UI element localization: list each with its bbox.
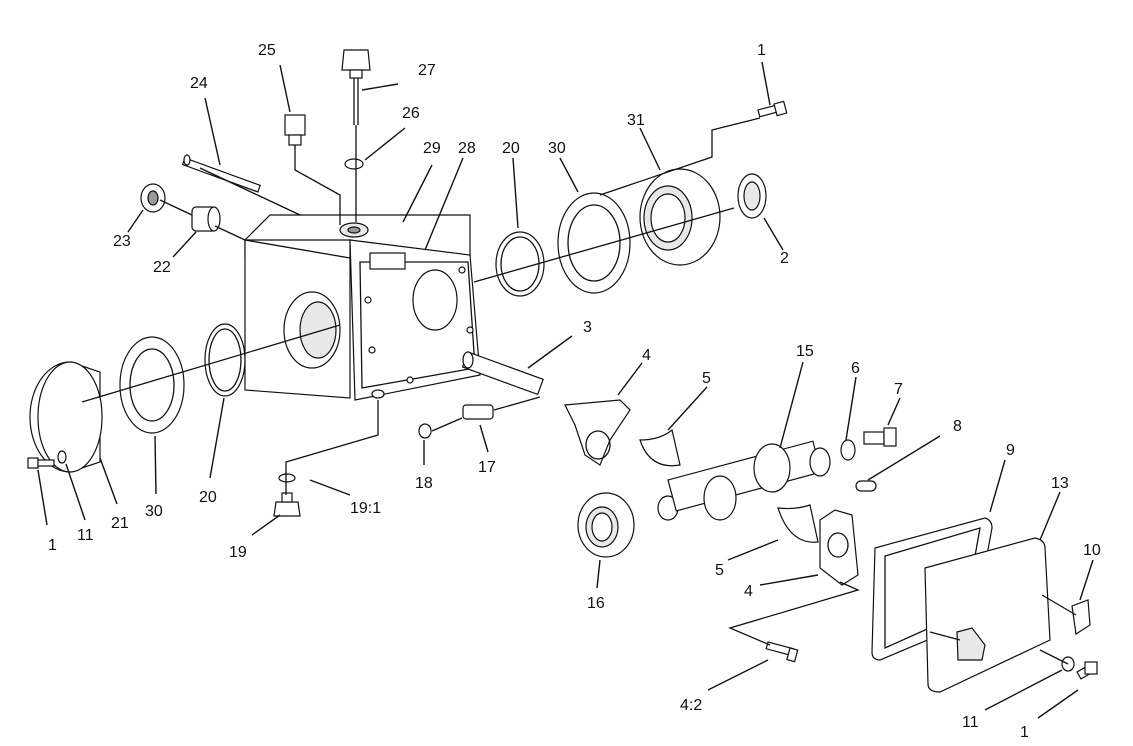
gasket-30-right <box>557 192 631 294</box>
washer-11-left <box>57 450 67 464</box>
bolt-1-left <box>27 457 55 469</box>
gearbox-housing <box>244 214 481 401</box>
callout-5-bottom: 5 <box>715 562 724 579</box>
shaft-24 <box>181 154 261 193</box>
callout-18: 18 <box>415 475 433 492</box>
sleeve-17 <box>462 404 494 420</box>
callout-30-bottom: 30 <box>145 503 163 520</box>
camshaft-15 <box>657 440 831 521</box>
ring-18 <box>418 423 432 439</box>
callout-9: 9 <box>1006 442 1015 459</box>
seal-2 <box>737 173 767 219</box>
callout-1-left: 1 <box>48 537 57 554</box>
callout-11-left: 11 <box>77 527 94 544</box>
callout-3: 3 <box>583 319 592 336</box>
callout-1-right: 1 <box>1020 724 1029 741</box>
callout-20-top: 20 <box>502 140 520 157</box>
bracket-4-bottom <box>819 509 859 586</box>
callout-5-top: 5 <box>702 370 711 387</box>
callout-labels: 1 27 25 24 26 31 29 28 20 30 2 23 22 3 4… <box>48 42 1101 741</box>
callout-30-top: 30 <box>548 140 566 157</box>
sensor-25 <box>284 114 306 146</box>
callout-25: 25 <box>258 42 276 59</box>
washer-19-1 <box>278 473 296 483</box>
callout-4-bottom: 4 <box>744 583 753 600</box>
gasket-30-left <box>119 336 185 434</box>
callout-20-bottom: 20 <box>199 489 217 506</box>
callout-22: 22 <box>153 259 171 276</box>
washer-6 <box>840 439 856 461</box>
callout-23: 23 <box>113 233 131 250</box>
end-cover-21 <box>29 361 103 473</box>
bolt-1-top <box>757 100 788 118</box>
seal-23 <box>140 183 166 213</box>
callout-28: 28 <box>458 140 476 157</box>
callout-11-right: 11 <box>962 714 979 731</box>
bracket-10 <box>1071 599 1091 636</box>
callout-7: 7 <box>894 381 903 398</box>
bracket-4-top <box>564 399 631 466</box>
callout-15: 15 <box>796 343 814 360</box>
bearing-housing-31 <box>639 168 721 266</box>
bushing-22 <box>191 206 221 232</box>
dipstick-27 <box>341 49 371 125</box>
callout-26: 26 <box>402 105 420 122</box>
callout-4-top: 4 <box>642 347 651 364</box>
callout-21: 21 <box>111 515 129 532</box>
callout-8: 8 <box>953 418 962 435</box>
bolt-1-right <box>1076 661 1098 680</box>
callout-2: 2 <box>780 250 789 267</box>
callout-6: 6 <box>851 360 860 377</box>
bolt-4-2 <box>765 641 799 663</box>
washer-26 <box>344 158 364 170</box>
callout-13: 13 <box>1051 475 1069 492</box>
callout-29: 29 <box>423 140 441 157</box>
key-8 <box>855 480 877 492</box>
bolt-7 <box>863 427 897 447</box>
callout-31: 31 <box>627 112 645 129</box>
callout-4-2: 4:2 <box>680 697 702 714</box>
callout-16: 16 <box>587 595 605 612</box>
callout-19-1: 19:1 <box>350 500 381 517</box>
callout-27: 27 <box>418 62 436 79</box>
assembly-lines <box>81 117 1077 665</box>
callout-24: 24 <box>190 75 208 92</box>
callout-19: 19 <box>229 544 247 561</box>
callout-1-top: 1 <box>757 42 766 59</box>
bearing-shell-5-bottom <box>777 504 819 543</box>
leader-lines <box>37 61 1094 719</box>
plug-19 <box>273 492 301 517</box>
callout-17: 17 <box>478 459 496 476</box>
cover-plate-13 <box>924 537 1051 693</box>
pin-3 <box>461 351 544 396</box>
bearing-shell-5-top <box>639 428 681 467</box>
callout-10: 10 <box>1083 542 1101 559</box>
bearing-16 <box>577 492 635 558</box>
